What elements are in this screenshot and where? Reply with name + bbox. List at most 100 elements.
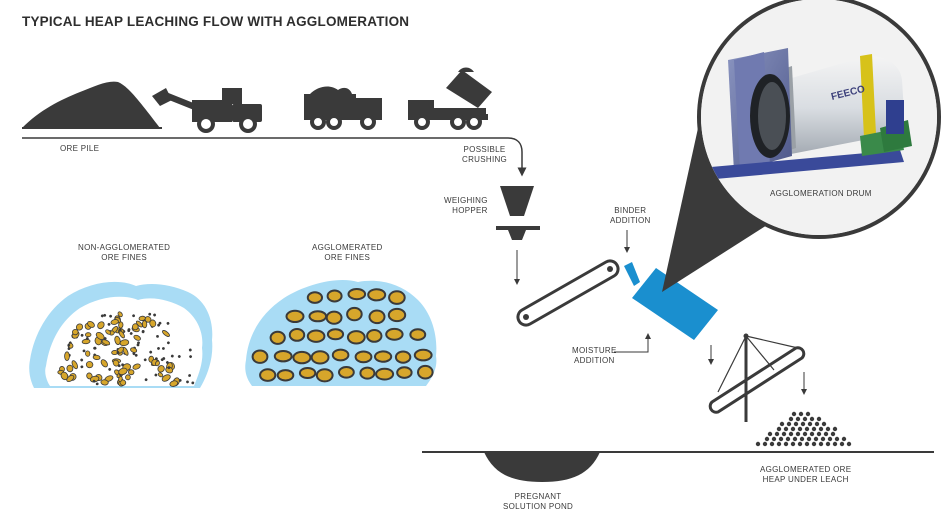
heap-particle xyxy=(809,431,815,437)
heap-particle xyxy=(818,441,824,447)
heap-particle xyxy=(830,431,836,437)
page-title: TYPICAL HEAP LEACHING FLOW WITH AGGLOMER… xyxy=(22,14,410,29)
ore-fine-particle xyxy=(166,321,170,325)
heap-particle xyxy=(793,421,799,427)
agglomerate-pellet xyxy=(347,288,367,301)
heap-particle xyxy=(818,426,824,432)
heap-particle xyxy=(791,411,797,417)
heap-particle xyxy=(788,416,794,422)
ore-fine-particle xyxy=(162,357,166,360)
ore-fine-particle xyxy=(143,358,147,362)
ore-fine-particle xyxy=(167,366,171,370)
ore-fine-particle xyxy=(112,359,120,367)
agglomerate-pellet xyxy=(338,366,355,379)
ore-fine-particle xyxy=(64,351,70,362)
ore-fine-particle xyxy=(153,313,157,317)
heap-particle xyxy=(802,431,808,437)
agglomerate-pellet xyxy=(417,364,434,380)
ore-fine-particle xyxy=(95,382,99,386)
front-loader xyxy=(152,88,262,133)
ore-pile xyxy=(22,81,160,128)
heap-particle xyxy=(774,431,780,437)
ore-fine-particle xyxy=(188,348,192,352)
ore-fine-particle xyxy=(132,363,141,370)
stacker-conveyor xyxy=(708,333,806,422)
agglomerate-pellet xyxy=(368,309,386,325)
ore-fine-particle xyxy=(141,320,148,329)
agglomerate-pellet xyxy=(409,328,427,341)
heap-particle xyxy=(804,441,810,447)
agglomeration-drum-icon xyxy=(632,268,718,340)
ore-fine-particle xyxy=(118,367,128,376)
ore-fine-particle xyxy=(165,361,169,364)
agglomerate-pellet xyxy=(359,366,376,380)
agglomerate-pellet xyxy=(306,329,326,343)
ore-fine-particle xyxy=(66,374,75,383)
ore-fine-particle xyxy=(169,380,179,387)
ore-fine-particle xyxy=(130,347,138,353)
agglomerate-pellet xyxy=(292,350,312,365)
agglomerate-pellet xyxy=(326,289,343,303)
ore-fine-particle xyxy=(157,372,164,378)
ore-fine-particle xyxy=(157,346,160,350)
ore-fine-particle xyxy=(125,374,131,381)
heap-particle xyxy=(804,426,810,432)
pregnant-solution-pond xyxy=(484,452,600,482)
conveyor-1 xyxy=(516,259,620,327)
possible-crushing-label: POSSIBLE CRUSHING xyxy=(462,145,508,164)
arrow-moisture xyxy=(614,333,651,353)
heap-particle xyxy=(779,421,785,427)
heap-particle xyxy=(792,436,798,442)
agglomerate-pellet xyxy=(288,328,306,342)
ore-fine-particle xyxy=(137,341,140,345)
agglomerate-pellet xyxy=(385,327,404,341)
heap-particle xyxy=(806,436,812,442)
ore-fine-particle xyxy=(67,347,71,351)
ore-fine-particle xyxy=(109,314,112,318)
agglomerate-pellet xyxy=(325,310,343,325)
ore-fine-particle xyxy=(177,355,181,358)
heap-particle xyxy=(781,431,787,437)
heap-under-leach-label: AGGLOMERATED ORE HEAP UNDER LEACH xyxy=(760,465,852,484)
ore-fine-particle xyxy=(80,333,84,337)
ore-fine-particle xyxy=(161,347,165,350)
heap-particle xyxy=(767,431,773,437)
heap-particle xyxy=(816,416,822,422)
ore-fine-particle xyxy=(81,338,91,345)
ore-fine-particle xyxy=(121,363,124,367)
heap-particle xyxy=(798,411,804,417)
ore-fine-particle xyxy=(133,334,141,341)
ore-fine-particle xyxy=(156,335,159,338)
heap-particle xyxy=(814,421,820,427)
pregnant-pond-label: PREGNANT SOLUTION POND xyxy=(503,492,574,511)
ore-fine-particle xyxy=(85,337,89,340)
heap-particle xyxy=(811,426,817,432)
heap-particle xyxy=(771,436,777,442)
ore-fine-particle xyxy=(162,330,170,337)
ore-fine-particle xyxy=(92,379,96,383)
ore-fine-particle xyxy=(105,329,111,335)
ore-fine-particle xyxy=(101,339,111,346)
ore-fine-particle xyxy=(161,374,171,382)
heap-particle xyxy=(786,421,792,427)
heap-particle xyxy=(820,436,826,442)
ore-fine-particle xyxy=(191,381,195,385)
heap-particle xyxy=(795,416,801,422)
agglomerate-pellet xyxy=(310,350,330,365)
agglomerate-pellet xyxy=(308,310,328,323)
heap-particle xyxy=(825,426,831,432)
heap-particle xyxy=(783,426,789,432)
ore-fine-particle xyxy=(157,323,160,327)
heap-particle xyxy=(790,426,796,432)
ore-fine-particle xyxy=(158,321,162,325)
binder-chute xyxy=(624,262,640,286)
agglomerate-pellet xyxy=(388,290,406,305)
agglomerated-label: AGGLOMERATED ORE FINES xyxy=(312,243,383,262)
heap-particle xyxy=(813,436,819,442)
agglomerated-heap xyxy=(755,411,852,447)
agglomerate-pellet xyxy=(273,350,293,363)
ore-fine-particle xyxy=(118,328,122,332)
ore-fine-particle xyxy=(84,332,92,338)
ore-fine-particle xyxy=(170,354,174,358)
